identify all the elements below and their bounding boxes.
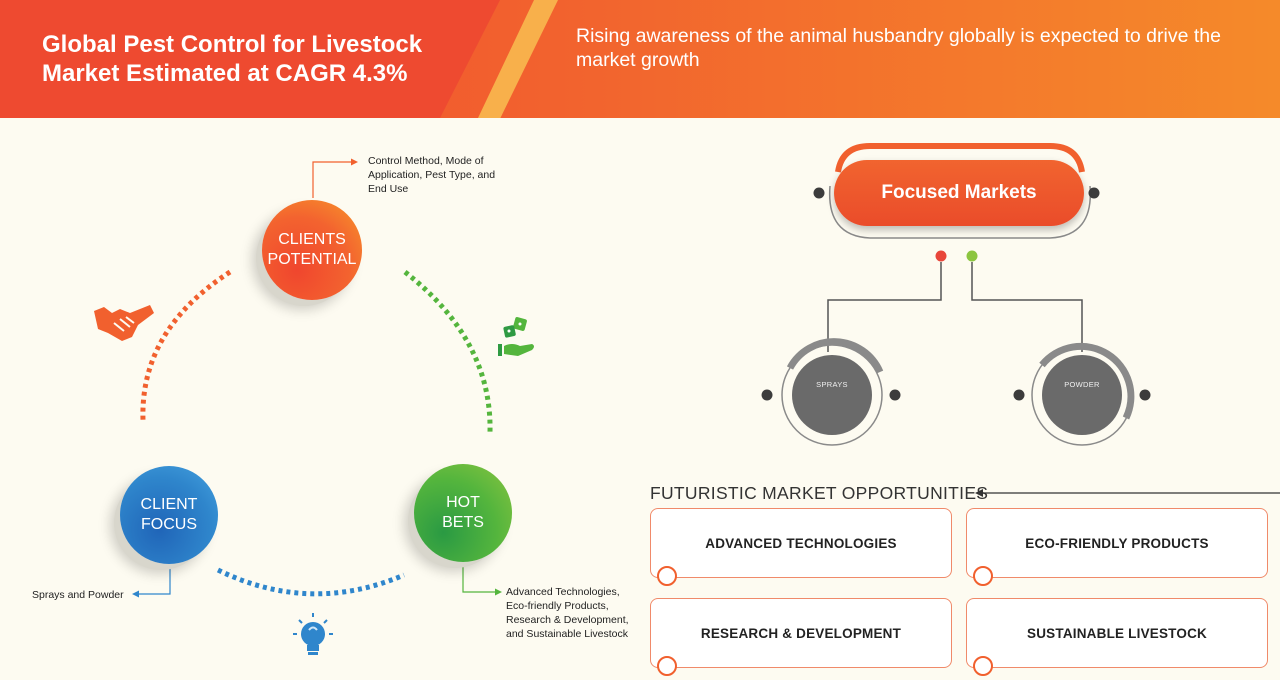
branch-dot-red — [935, 250, 947, 262]
opportunity-card-advanced-technologies: ADVANCED TECHNOLOGIES — [650, 508, 952, 586]
powder-ring — [1013, 342, 1151, 446]
clients-potential-note: Control Method, Mode of Application, Pes… — [368, 155, 496, 195]
sprays-ring — [761, 338, 901, 446]
page-subtitle: Rising awareness of the animal husbandry… — [576, 25, 1221, 71]
lightbulb-icon — [293, 613, 333, 655]
connector-clients-potential — [312, 158, 358, 198]
focused-markets-frame — [828, 185, 1092, 239]
opportunity-dot — [973, 566, 993, 586]
page-title: Global Pest Control for Livestock Market… — [42, 31, 423, 87]
opportunity-dot — [657, 566, 677, 586]
clients-potential-circle: CLIENTS POTENTIAL — [262, 200, 362, 300]
focused-markets-dot-left — [813, 187, 825, 199]
hot-bets-note: Advanced Technologies, Eco-friendly Prod… — [506, 586, 629, 640]
sprays-label: SPRAYS — [816, 380, 848, 389]
opportunity-dot — [973, 656, 993, 676]
opportunities-arrow — [975, 489, 1280, 497]
opportunity-label: RESEARCH & DEVELOPMENT — [700, 625, 902, 641]
connector-hot-bets — [462, 566, 502, 596]
opportunity-label: SUSTAINABLE LIVESTOCK — [1027, 625, 1207, 641]
dashed-arc-blue — [216, 567, 405, 597]
powder-label: POWDER — [1064, 380, 1100, 389]
focused-markets-box: Focused Markets — [834, 160, 1084, 226]
opportunity-dot — [657, 656, 677, 676]
handshake-icon — [94, 305, 154, 341]
opportunity-card-eco-friendly-products: ECO-FRIENDLY PRODUCTS — [966, 508, 1268, 586]
focused-markets-top-arc — [835, 143, 1085, 173]
hot-bets-circle: HOT BETS — [414, 464, 512, 562]
dice-in-hand-icon — [498, 317, 534, 356]
connector-client-focus — [132, 568, 171, 598]
client-focus-circle: CLIENT FOCUS — [120, 466, 218, 564]
opportunity-card-sustainable-livestock: SUSTAINABLE LIVESTOCK — [966, 598, 1268, 676]
opportunities-title: FUTURISTIC MARKET OPPORTUNITIES — [650, 483, 989, 503]
focused-markets-dot-right — [1088, 187, 1100, 199]
client-focus-note: Sprays and Powder — [32, 589, 124, 601]
branch-dot-green — [966, 250, 978, 262]
branch-line-sprays — [827, 262, 942, 352]
header-banner: Global Pest Control for Livestock Market… — [0, 0, 1280, 118]
opportunity-label: ECO-FRIENDLY PRODUCTS — [1025, 535, 1209, 551]
dashed-arc-orange — [140, 269, 232, 421]
opportunity-card-research-development: RESEARCH & DEVELOPMENT — [650, 598, 952, 676]
branch-line-powder — [971, 262, 1083, 352]
dashed-arc-green — [403, 270, 493, 433]
header-left-panel — [0, 0, 500, 118]
opportunity-label: ADVANCED TECHNOLOGIES — [705, 535, 897, 551]
